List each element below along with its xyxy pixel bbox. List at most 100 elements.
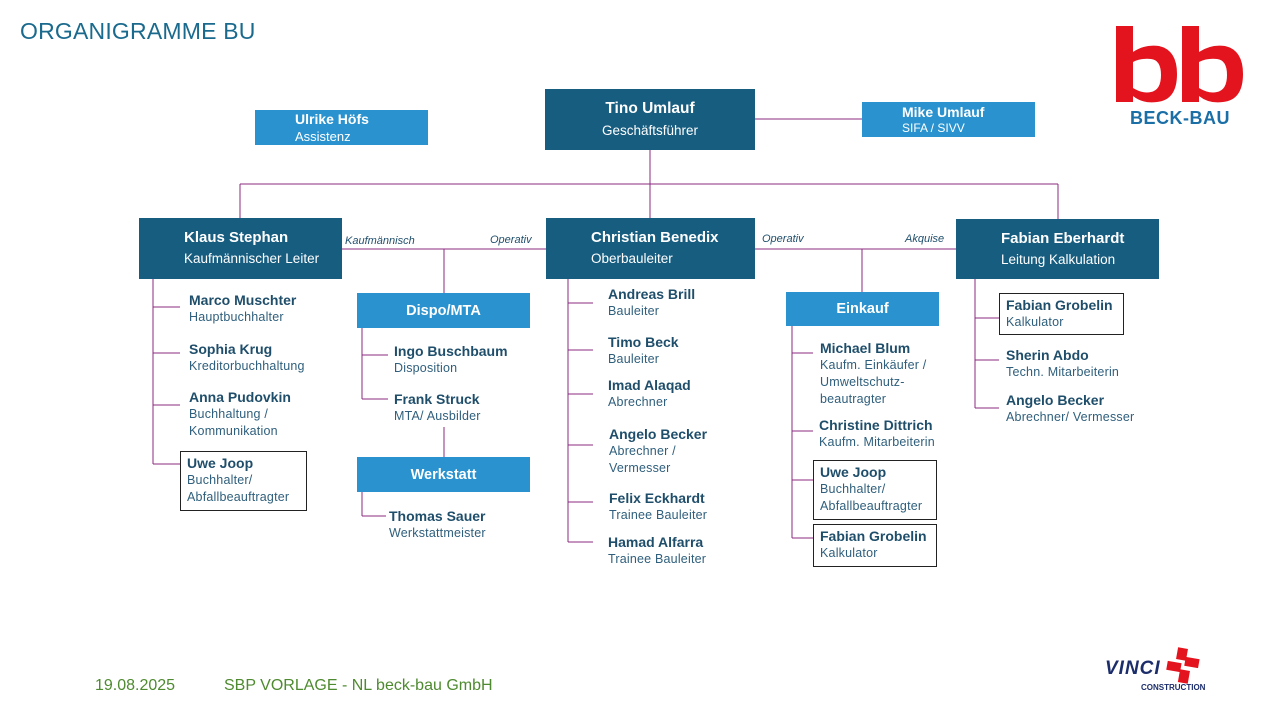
person-felix: Felix Eckhardt Trainee Bauleiter [609, 490, 707, 524]
person-name: Timo Beck [608, 334, 679, 350]
head-fabian-name: Fabian Eberhardt [1001, 229, 1125, 247]
person-role: Kaufm. Mitarbeiterin [819, 435, 935, 449]
person-role: Werkstattmeister [389, 526, 486, 540]
person-hamad: Hamad Alfarra Trainee Bauleiter [608, 534, 706, 568]
vinci-cross-icon [1165, 647, 1200, 684]
person-timo: Timo Beck Bauleiter [608, 334, 679, 368]
person-name: Andreas Brill [608, 286, 696, 302]
person-name: Ingo Buschbaum [394, 343, 508, 359]
person-role: Umweltschutz- [820, 375, 905, 389]
person-role: Abfallbeauftragter [820, 499, 923, 513]
logo-text: BECK-BAU [1130, 108, 1230, 128]
person-role: beautragter [820, 392, 887, 406]
person-role: Trainee Bauleiter [608, 552, 707, 566]
head-klaus-name: Klaus Stephan [184, 229, 289, 246]
person-fabian-g-einkauf: Fabian Grobelin Kalkulator [813, 524, 937, 567]
person-name: Sherin Abdo [1006, 347, 1089, 363]
label-akquise: Akquise [905, 233, 945, 245]
person-name: Marco Muschter [189, 292, 297, 308]
label-operativ-left: Operativ [490, 234, 532, 246]
person-andreas: Andreas Brill Bauleiter [608, 286, 695, 320]
head-fabian-role: Leitung Kalkulation [1001, 251, 1116, 267]
person-name: Sophia Krug [189, 341, 273, 357]
dept-werkstatt-box: Werkstatt [357, 457, 530, 492]
person-role: Kaufm. Einkäufer / [820, 358, 927, 372]
person-frank: Frank Struck MTA/ Ausbilder [394, 391, 481, 425]
person-uwe-einkauf: Uwe Joop Buchhalter/ Abfallbeauftragter [813, 460, 937, 520]
page-title: ORGANIGRAMME BU [20, 18, 256, 44]
person-role: Buchhalter/ [820, 482, 886, 496]
person-name: Imad Alaqad [608, 377, 691, 393]
ceo-name: Tino Umlauf [605, 99, 695, 117]
vinci-name: VINCI [1105, 658, 1161, 679]
ceo-box: Tino Umlauf Geschäftsführer [545, 89, 755, 150]
person-michael: Michael Blum Kaufm. Einkäufer / Umweltsc… [820, 340, 926, 408]
person-name: Frank Struck [394, 391, 480, 407]
dept-einkauf-box: Einkauf [786, 292, 939, 326]
person-role: Abrechner [608, 395, 668, 409]
person-anna: Anna Pudovkin Buchhaltung / Kommunikatio… [189, 389, 291, 440]
person-role: Hauptbuchhalter [189, 310, 284, 324]
person-name: Felix Eckhardt [609, 490, 705, 506]
person-role: Bauleiter [608, 352, 660, 366]
beck-bau-logo-icon [1116, 26, 1243, 103]
assistant-box: Ulrike Höfs Assistenz [255, 110, 428, 145]
sifa-box: Mike Umlauf SIFA / SIVV [862, 102, 1035, 137]
person-role: Kalkulator [820, 546, 878, 560]
dept-einkauf-name: Einkauf [836, 301, 889, 317]
person-thomas: Thomas Sauer Werkstattmeister [389, 508, 486, 542]
label-kaufmaennisch: Kaufmännisch [345, 235, 415, 247]
person-role: Abfallbeauftragter [187, 490, 290, 504]
person-angelo-f: Angelo Becker Abrechner/ Vermesser [1006, 392, 1134, 426]
person-name: Angelo Becker [1006, 392, 1105, 408]
person-ingo: Ingo Buschbaum Disposition [394, 343, 508, 377]
person-christine: Christine Dittrich Kaufm. Mitarbeiterin [819, 417, 935, 451]
footer-text: SBP VORLAGE - NL beck-bau GmbH [224, 677, 493, 694]
person-name: Christine Dittrich [819, 417, 933, 433]
person-role: Vermesser [609, 461, 671, 475]
head-christian-box: Christian Benedix Oberbauleiter [546, 218, 755, 279]
person-name: Anna Pudovkin [189, 389, 291, 405]
person-name: Fabian Grobelin [820, 528, 927, 544]
person-role: Trainee Bauleiter [609, 508, 708, 522]
person-name: Fabian Grobelin [1006, 297, 1113, 313]
sifa-role: SIFA / SIVV [902, 120, 965, 135]
footer-date: 19.08.2025 [95, 677, 176, 694]
dept-dispo-box: Dispo/MTA [357, 293, 530, 328]
person-role: MTA/ Ausbilder [394, 409, 481, 423]
assistant-name: Ulrike Höfs [295, 110, 369, 127]
label-operativ-right: Operativ [762, 233, 804, 245]
person-role: Buchhaltung / [189, 407, 269, 421]
head-fabian-box: Fabian Eberhardt Leitung Kalkulation [956, 219, 1159, 279]
vinci-logo: VINCI CONSTRUCTION [1105, 647, 1206, 692]
person-name: Angelo Becker [609, 426, 708, 442]
vinci-sub: CONSTRUCTION [1141, 683, 1206, 692]
person-angelo-c: Angelo Becker Abrechner / Vermesser [609, 426, 707, 477]
person-name: Hamad Alfarra [608, 534, 704, 550]
head-klaus-box: Klaus Stephan Kaufmännischer Leiter [139, 218, 342, 279]
assistant-role: Assistenz [295, 128, 351, 144]
person-uwe-klaus: Uwe Joop Buchhalter/ Abfallbeauftragter [180, 451, 307, 511]
person-sherin: Sherin Abdo Techn. Mitarbeiterin [1006, 347, 1119, 381]
person-role: Kreditorbuchhaltung [189, 359, 305, 373]
person-sophia: Sophia Krug Kreditorbuchhaltung [189, 341, 305, 375]
sifa-name: Mike Umlauf [902, 103, 985, 120]
person-role: Abrechner / [609, 444, 676, 458]
ceo-role: Geschäftsführer [601, 122, 699, 138]
person-name: Uwe Joop [187, 455, 254, 471]
head-christian-name: Christian Benedix [591, 229, 719, 246]
person-marco: Marco Muschter Hauptbuchhalter [189, 292, 296, 326]
person-role: Bauleiter [608, 304, 660, 318]
person-name: Michael Blum [820, 340, 911, 356]
person-role: Disposition [394, 361, 458, 375]
person-fabian-g-kalk: Fabian Grobelin Kalkulator [999, 293, 1124, 335]
person-role: Kommunikation [189, 424, 278, 438]
dept-dispo-name: Dispo/MTA [406, 302, 481, 319]
person-imad: Imad Alaqad Abrechner [608, 377, 691, 411]
head-christian-role: Oberbauleiter [591, 251, 673, 266]
person-role: Kalkulator [1006, 315, 1064, 329]
dept-werkstatt-name: Werkstatt [410, 466, 477, 483]
person-role: Abrechner/ Vermesser [1006, 410, 1135, 424]
person-name: Thomas Sauer [389, 508, 486, 524]
